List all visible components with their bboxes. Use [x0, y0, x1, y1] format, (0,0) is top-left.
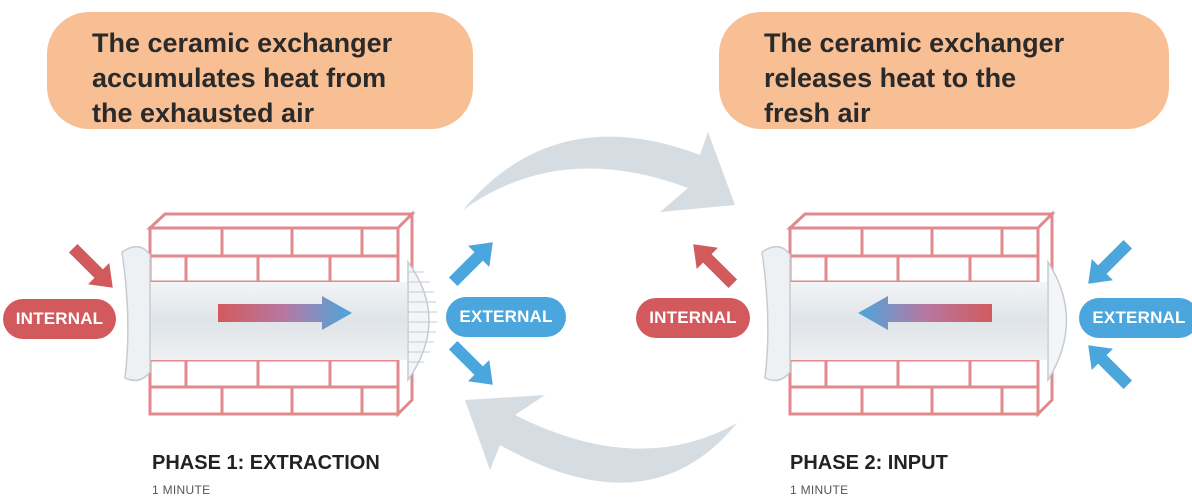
phase1-duration: 1 MINUTE — [152, 483, 211, 497]
phase2-caption: The ceramic exchanger releases heat to t… — [719, 12, 1169, 129]
cycle-arrow-bottom — [465, 395, 737, 483]
phase1-inner-cover — [121, 246, 151, 382]
phase1-exhaust-arrow-up — [448, 242, 493, 287]
phase2-supply-arrow — [693, 244, 738, 289]
phase2-external-label: EXTERNAL — [1079, 298, 1192, 338]
phase2-title: PHASE 2: INPUT — [790, 452, 948, 474]
phase2-outer-cover — [1047, 259, 1068, 383]
cycle-arrow-top — [463, 132, 735, 212]
phase1-title: PHASE 1: EXTRACTION — [152, 452, 380, 474]
phase1-internal-label: INTERNAL — [3, 299, 116, 339]
phase1-intake-arrow — [68, 243, 113, 288]
phase1-external-label: EXTERNAL — [446, 297, 566, 337]
phase1-caption-line: the exhausted air — [92, 98, 315, 128]
phase1-caption-line: The ceramic exchanger — [92, 28, 393, 58]
phase2-caption-line: fresh air — [764, 98, 871, 128]
phase1-exhaust-arrow-down — [448, 340, 493, 385]
phase1-caption: The ceramic exchanger accumulates heat f… — [47, 12, 473, 129]
phase2-duration: 1 MINUTE — [790, 483, 849, 497]
phase2-internal-label: INTERNAL — [636, 298, 750, 338]
phase1-flow-arrow — [218, 296, 352, 330]
phase1-unit — [68, 210, 493, 418]
phase2-unit — [693, 210, 1133, 418]
phase2-caption-line: releases heat to the — [764, 63, 1017, 93]
phase2-intake-arrow-up — [1088, 239, 1133, 284]
phase2-intake-arrow-down — [1088, 345, 1133, 390]
phase1-caption-line: accumulates heat from — [92, 63, 387, 93]
phase2-caption-line: The ceramic exchanger — [764, 28, 1065, 58]
phase2-flow-arrow — [858, 296, 992, 330]
phase2-inner-cover — [761, 246, 791, 382]
phase1-outer-louvre — [407, 259, 437, 383]
